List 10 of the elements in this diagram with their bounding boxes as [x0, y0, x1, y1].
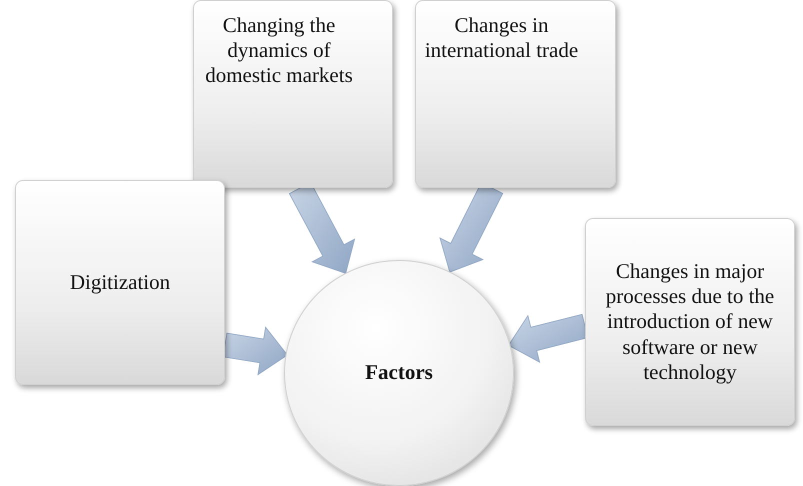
center-label: Factors	[364, 360, 434, 386]
factor-box	[15, 180, 225, 385]
block-arrow	[222, 326, 288, 376]
node-label: Changes in international trade	[424, 13, 580, 64]
factor-box	[193, 0, 393, 188]
node-label: Changing the dynamics of domestic markets	[204, 13, 354, 89]
node-label: Digitization	[68, 270, 172, 296]
factor-box	[415, 0, 616, 188]
factor-box	[585, 218, 795, 426]
node-label: Changes in major processes due to the introduction of new software or new technology	[604, 259, 776, 385]
